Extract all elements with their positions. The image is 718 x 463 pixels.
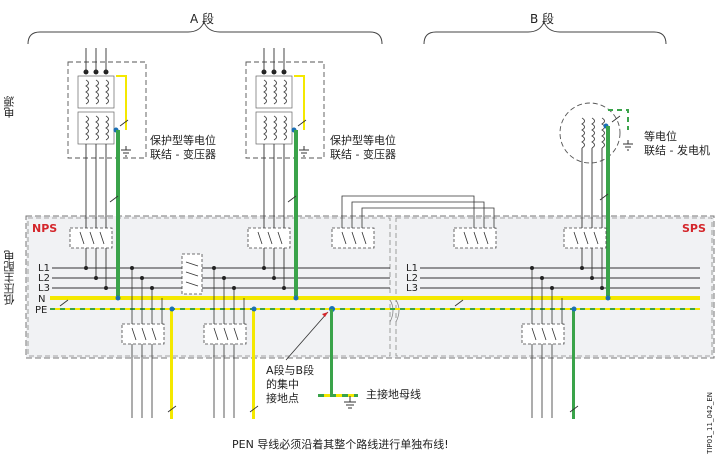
- ground-icon: [299, 146, 309, 157]
- grounding-point-line1: A段与B段: [266, 364, 315, 377]
- section-b-label: B 段: [530, 12, 555, 26]
- main-ground-label: 主接地母线: [366, 388, 421, 401]
- grounding-point-line2: 的集中: [266, 378, 299, 391]
- ground-icon: [344, 396, 356, 409]
- coupling-lines: [341, 195, 495, 228]
- circuit-breaker-icon: [247, 227, 291, 249]
- transformer-1-label-line2: 联结 - 变压器: [150, 148, 216, 161]
- ground-icon: [121, 146, 131, 157]
- feeder-pe-wires: [170, 309, 575, 419]
- power-source-label: 电源: [3, 96, 16, 118]
- lv-main-label: 低压主配电: [3, 250, 16, 305]
- transformer-2-label-line2: 联结 - 变压器: [330, 148, 396, 161]
- section-a-brace: [27, 20, 383, 45]
- circuit-breaker-icon: [331, 227, 375, 249]
- central-grounding-connection: [285, 309, 358, 397]
- busbar-l2-label: L2: [38, 273, 50, 284]
- busbar-right-l3-label: L3: [406, 283, 418, 294]
- section-b-brace: [423, 20, 667, 45]
- sps-board: [395, 217, 713, 357]
- circuit-breaker-icon: [181, 253, 203, 295]
- switch-symbols: [59, 115, 621, 413]
- generator-label-line1: 等电位: [644, 130, 677, 143]
- feeder-wires: [131, 268, 563, 418]
- section-a-label: A 段: [190, 12, 215, 26]
- transformer-icon: [245, 61, 325, 159]
- ground-icon: [623, 140, 633, 151]
- transformer-2-label-line1: 保护型等电位: [330, 134, 396, 147]
- nps-label: NPS: [32, 222, 58, 235]
- pe-conductors: [50, 75, 700, 310]
- busbar-pe-label: PE: [35, 305, 48, 316]
- sps-label: SPS: [682, 222, 706, 235]
- busbar-right-l1-label: L1: [406, 263, 418, 274]
- busbar-l1-label: L1: [38, 263, 50, 274]
- circuit-breaker-icon: [121, 323, 165, 345]
- circuit-breaker-icon: [453, 227, 497, 249]
- grounding-point-line3: 接地点: [266, 392, 299, 405]
- transformer-1-label-line1: 保护型等电位: [150, 134, 216, 147]
- busbar-l3-label: L3: [38, 283, 50, 294]
- generator-icon: [559, 102, 621, 164]
- figure-code: TIP01_11_042_EN: [706, 392, 714, 454]
- busbar-right-l2-label: L2: [406, 273, 418, 284]
- neutral-busbar: [50, 296, 700, 300]
- nps-board: [27, 217, 391, 357]
- circuit-breaker-icon: [563, 227, 607, 249]
- footer-note: PEN 导线必须沿着其整个路线进行单独布线!: [232, 438, 449, 451]
- circuit-breaker-icon: [69, 227, 113, 249]
- circuit-breaker-icon: [203, 323, 247, 345]
- transformer-icon: [67, 61, 147, 159]
- junction-dots: [84, 266, 604, 290]
- circuit-breaker-icon: [521, 323, 565, 345]
- busbar-n-label: N: [38, 294, 46, 305]
- generator-label-line2: 联结 - 发电机: [644, 144, 710, 157]
- source-phase-lines: [85, 48, 603, 288]
- phase-busbars: [52, 267, 700, 289]
